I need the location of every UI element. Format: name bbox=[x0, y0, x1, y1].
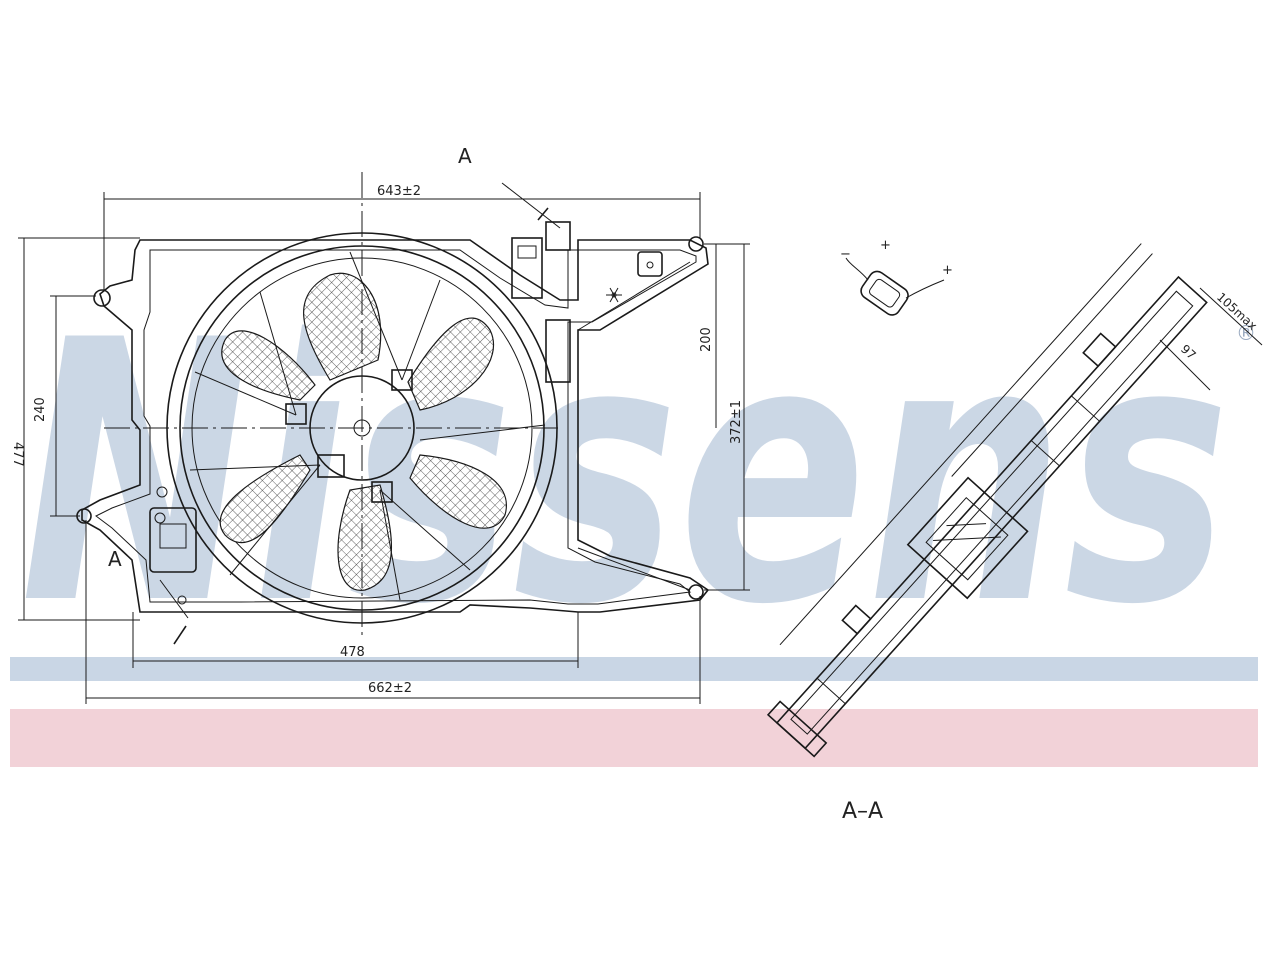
section-rib bbox=[1071, 395, 1100, 422]
watermark-band-bottom bbox=[10, 709, 1258, 767]
section-rib bbox=[1030, 440, 1060, 467]
section-marker-left: A bbox=[108, 547, 122, 571]
connector-holder bbox=[511, 237, 543, 299]
watermark-logo-text: Nissens bbox=[20, 264, 1230, 683]
motor-lug bbox=[391, 369, 413, 391]
dim-upper-height-right: 200 bbox=[699, 327, 714, 352]
section-hatch bbox=[933, 536, 1001, 541]
fan-blade bbox=[407, 317, 495, 411]
section-title: A–A bbox=[842, 799, 883, 824]
spoke bbox=[401, 279, 441, 381]
connector-clip bbox=[637, 251, 663, 277]
motor-lug bbox=[371, 481, 393, 503]
dim-overall-width-top: 643±2 bbox=[377, 184, 421, 199]
connector-housing-inner bbox=[159, 523, 187, 549]
connector-housing bbox=[149, 507, 197, 573]
trademark-symbol: ® bbox=[1236, 321, 1256, 345]
section-motor-block bbox=[906, 476, 1029, 600]
section-clip bbox=[841, 604, 872, 635]
connector-holder bbox=[517, 245, 537, 259]
dim-mount-spacing-right: 372±1 bbox=[729, 400, 744, 444]
fan-blade bbox=[337, 484, 392, 591]
section-cut-tick bbox=[537, 207, 549, 221]
dim-inner-width: 478 bbox=[340, 645, 365, 660]
connector-holder bbox=[545, 221, 571, 251]
section-motor-detail bbox=[925, 496, 1009, 581]
dimensions: 643±2 478 662±2 477 240 200 372±1 bbox=[10, 184, 750, 704]
connector-wire-plus bbox=[905, 279, 945, 299]
shroud-outline bbox=[81, 239, 710, 613]
shroud-strut-top-right bbox=[577, 261, 691, 331]
polarity-minus: − bbox=[840, 247, 851, 262]
dim-overall-width-bottom: 662±2 bbox=[368, 681, 412, 696]
section-markers: A A bbox=[108, 144, 561, 645]
dim-mount-spacing-left: 240 bbox=[33, 397, 48, 422]
section-dim-line bbox=[779, 243, 1142, 646]
connector-bolt bbox=[154, 512, 166, 524]
shroud-strut-bottom-right bbox=[577, 547, 691, 591]
motor-lug bbox=[317, 454, 345, 478]
connector-wire-minus bbox=[845, 257, 869, 281]
polarity-plus-right: + bbox=[942, 263, 953, 278]
section-dim-ext bbox=[1199, 287, 1263, 346]
fan-assembly-front-view bbox=[76, 221, 710, 624]
section-profile-inner bbox=[790, 290, 1194, 735]
connector-bolt bbox=[156, 486, 168, 498]
spoke bbox=[349, 251, 403, 381]
dim-overall-height: 477 bbox=[10, 442, 25, 467]
cooling-fan-symbol-icon bbox=[606, 287, 622, 303]
fan-blade bbox=[303, 272, 382, 381]
section-cut-line-left bbox=[159, 579, 189, 619]
section-marker-top: A bbox=[458, 144, 472, 168]
fan-blades bbox=[219, 272, 507, 591]
polarity-plus-top: + bbox=[880, 238, 891, 253]
spoke bbox=[379, 489, 401, 601]
spoke bbox=[419, 424, 546, 441]
spoke bbox=[189, 464, 321, 471]
center-lines bbox=[104, 172, 558, 640]
connector-plug bbox=[860, 270, 909, 316]
section-clip bbox=[1082, 332, 1117, 368]
watermark: Nissens ® bbox=[10, 264, 1258, 767]
spoke bbox=[259, 291, 297, 416]
fan-blade bbox=[219, 454, 311, 544]
fan-blade bbox=[409, 454, 507, 529]
spoke bbox=[194, 371, 297, 416]
mount-hole-top-right bbox=[688, 236, 704, 252]
connector-plug-inner bbox=[869, 278, 901, 308]
motor-lug bbox=[285, 403, 307, 425]
motor-spokes bbox=[189, 251, 546, 601]
connector-bolt bbox=[177, 595, 187, 605]
connector-holder bbox=[545, 319, 571, 383]
section-rib bbox=[816, 677, 846, 705]
section-dim-line bbox=[951, 253, 1153, 477]
section-cut-line-top bbox=[501, 182, 561, 229]
fan-blade bbox=[221, 330, 316, 401]
spoke bbox=[229, 464, 321, 576]
section-cut-tick bbox=[173, 625, 187, 645]
connector-clip-hole bbox=[646, 261, 654, 269]
spoke bbox=[379, 489, 471, 571]
section-hatch bbox=[946, 523, 987, 527]
section-end-cap bbox=[766, 700, 828, 758]
mount-hole-top-left bbox=[93, 289, 111, 307]
section-dim-ext bbox=[1159, 339, 1211, 391]
connector-detail: − + + bbox=[840, 238, 953, 316]
mount-hole-bottom-right bbox=[688, 584, 704, 600]
